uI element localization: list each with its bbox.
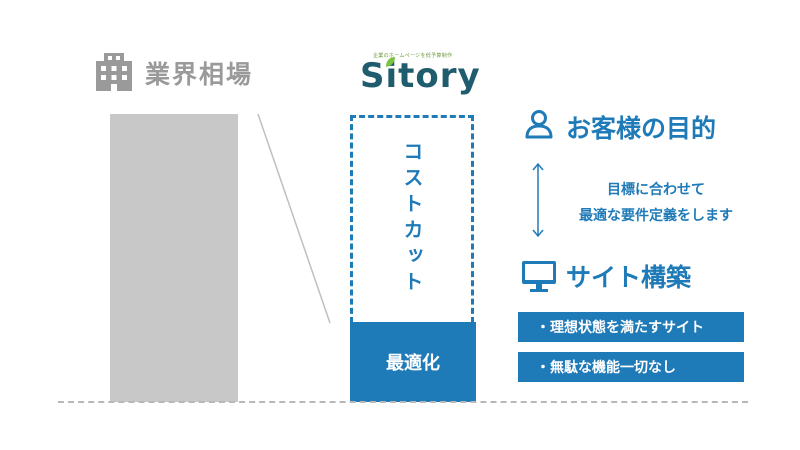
purpose-desc-line2: 最適な要件定義をします — [579, 208, 733, 224]
baseline-divider — [58, 401, 748, 403]
purpose-desc-line1: 目標に合わせて — [607, 182, 705, 198]
person-icon — [525, 110, 553, 139]
sitory-logo: Sitory — [360, 56, 481, 96]
feature-item: ・理想状態を満たすサイト — [518, 312, 744, 342]
cost-cut-area — [350, 115, 474, 323]
feature-item: ・無駄な機能一切なし — [518, 352, 744, 382]
double-arrow-icon — [532, 162, 544, 238]
site-title: サイト構築 — [566, 263, 692, 292]
logo-tagline: 企業のホームページを低予算制作 — [373, 53, 453, 59]
market-price-bar — [110, 114, 238, 402]
leaf-icon — [386, 57, 395, 67]
market-label: 業界相場 — [145, 60, 254, 89]
building-icon — [96, 53, 132, 91]
purpose-description: 目標に合わせて 最適な要件定義をします — [556, 177, 756, 229]
purpose-title: お客様の目的 — [566, 114, 717, 143]
cost-cut-label: コストカット — [400, 141, 424, 297]
optimized-bar: 最適化 — [350, 322, 476, 402]
monitor-icon — [522, 261, 556, 292]
optimized-label: 最適化 — [386, 353, 440, 374]
